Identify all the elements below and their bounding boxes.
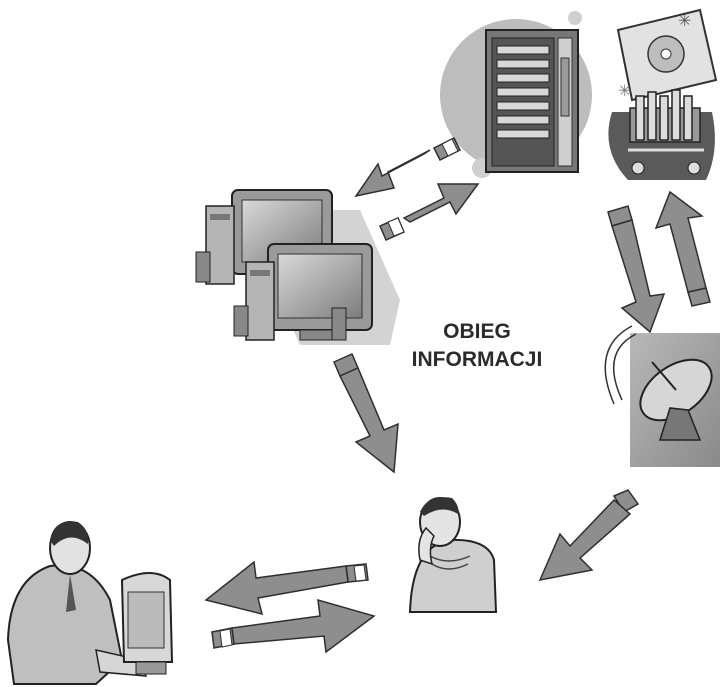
arrow-satellite-to-person: [538, 489, 640, 582]
arrow-computers-to-server: [379, 183, 480, 241]
arrow-person-to-office-worker: [204, 560, 369, 616]
computer-icon: [195, 189, 400, 345]
arrow-server-to-satellite: [607, 205, 666, 334]
title-line-2: INFORMACJI: [411, 348, 543, 371]
cd-case-icon: ✳ ✳: [616, 8, 718, 102]
satellite-dish-icon: [604, 325, 720, 467]
office-worker-icon: [6, 521, 174, 685]
arrow-computers-to-person: [333, 353, 399, 474]
person-icon: [408, 497, 498, 613]
arrow-server-to-computers: [354, 136, 462, 198]
title-line-1: OBIEG: [443, 320, 511, 343]
arrow-office-worker-to-person: [211, 598, 376, 654]
svg-text:✳: ✳: [678, 13, 691, 30]
arrow-satellite-to-server: [654, 190, 711, 307]
svg-text:✳: ✳: [618, 83, 631, 100]
diagram-title: OBIEG INFORMACJI: [372, 318, 582, 374]
server-icon: [440, 11, 592, 178]
book-cart-icon: [608, 89, 715, 180]
